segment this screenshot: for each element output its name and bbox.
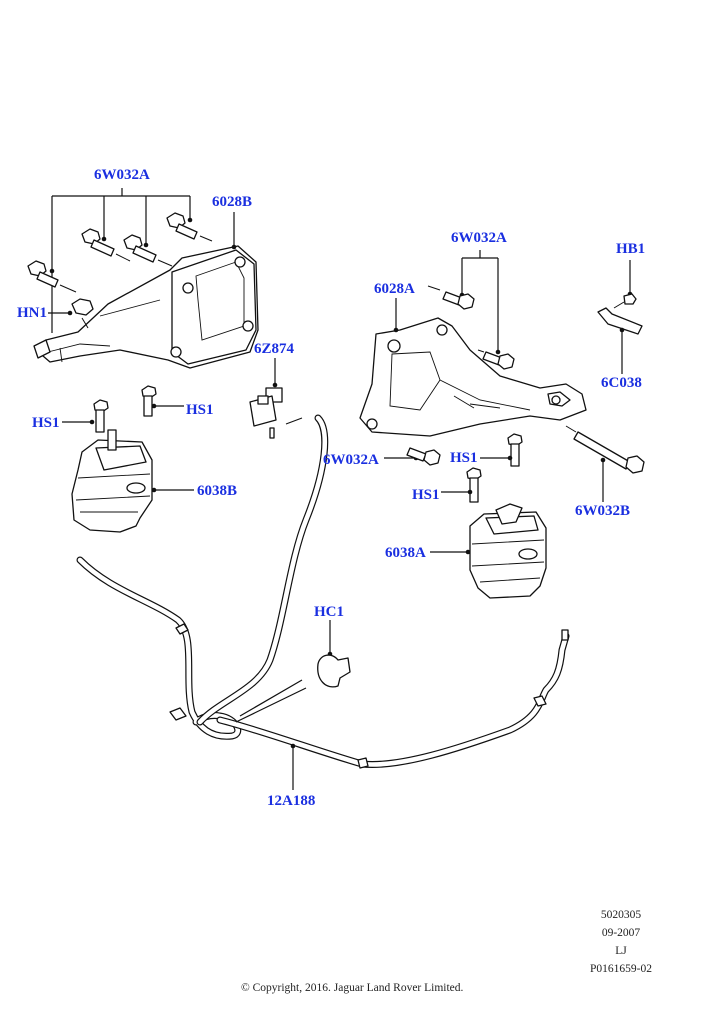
- callout-hs1-right-b[interactable]: HS1: [412, 487, 440, 503]
- callout-6038b[interactable]: 6038B: [197, 483, 238, 499]
- bolt-icon: [477, 349, 515, 370]
- callout-12a188[interactable]: 12A188: [267, 793, 316, 809]
- bolt-icon: [81, 228, 131, 262]
- callout-hb1[interactable]: HB1: [616, 241, 646, 257]
- hose-leader: [290, 743, 296, 790]
- callout-6c038[interactable]: 6C038: [601, 375, 642, 391]
- bolt-icon: [123, 234, 173, 267]
- hose-clip-icon: [235, 620, 351, 723]
- diagram-date: 09-2007: [601, 927, 641, 939]
- copyright-notice: © Copyright, 2016. Jaguar Land Rover Lim…: [241, 982, 464, 994]
- nut-icon: [71, 298, 94, 329]
- callout-6028b[interactable]: 6028B: [212, 194, 253, 210]
- hs1-leaders-left: [62, 403, 184, 425]
- callout-hs1-left-a[interactable]: HS1: [32, 415, 60, 431]
- right-engine-mount: [430, 503, 547, 599]
- diagram-code: 5020305: [600, 909, 642, 921]
- left-bracket: [33, 245, 259, 369]
- bolt-icon: [27, 260, 77, 293]
- callout-6038a[interactable]: 6038A: [385, 545, 426, 561]
- left-engine-mount: [71, 429, 194, 533]
- callout-6w032a-lower[interactable]: 6W032A: [323, 452, 379, 468]
- callout-hc1[interactable]: HC1: [314, 604, 344, 620]
- callout-6028a[interactable]: 6028A: [374, 281, 415, 297]
- diagram-initials: LJ: [615, 945, 627, 957]
- callout-6w032a-right[interactable]: 6W032A: [451, 230, 507, 246]
- left-bolts-leader: [49, 188, 193, 333]
- callout-6z874[interactable]: 6Z874: [254, 341, 295, 357]
- callout-6w032a-left[interactable]: 6W032A: [94, 167, 150, 183]
- left-bracket-leader: [231, 212, 237, 250]
- callout-hs1-left-b[interactable]: HS1: [186, 402, 214, 418]
- clip-bracket: [597, 260, 643, 374]
- bolt-icon: [166, 212, 213, 242]
- callout-hn1[interactable]: HN1: [17, 305, 47, 321]
- sensor-icon: [249, 358, 303, 439]
- diagram-ref: P0161659-02: [590, 963, 652, 975]
- right-bracket: [359, 298, 587, 437]
- bolt-icon: [427, 285, 475, 310]
- long-bolt-icon: [565, 425, 645, 502]
- bolt-icon: [441, 467, 482, 503]
- hn1-leader: [48, 310, 73, 316]
- bolt-icon: [141, 385, 157, 417]
- callout-hs1-right-a[interactable]: HS1: [450, 450, 478, 466]
- bolt-icon: [480, 433, 523, 467]
- vacuum-hose: [76, 414, 570, 769]
- bolt-icon: [93, 399, 109, 433]
- bolt-icon: [384, 447, 441, 466]
- callout-6w032b[interactable]: 6W032B: [575, 503, 631, 519]
